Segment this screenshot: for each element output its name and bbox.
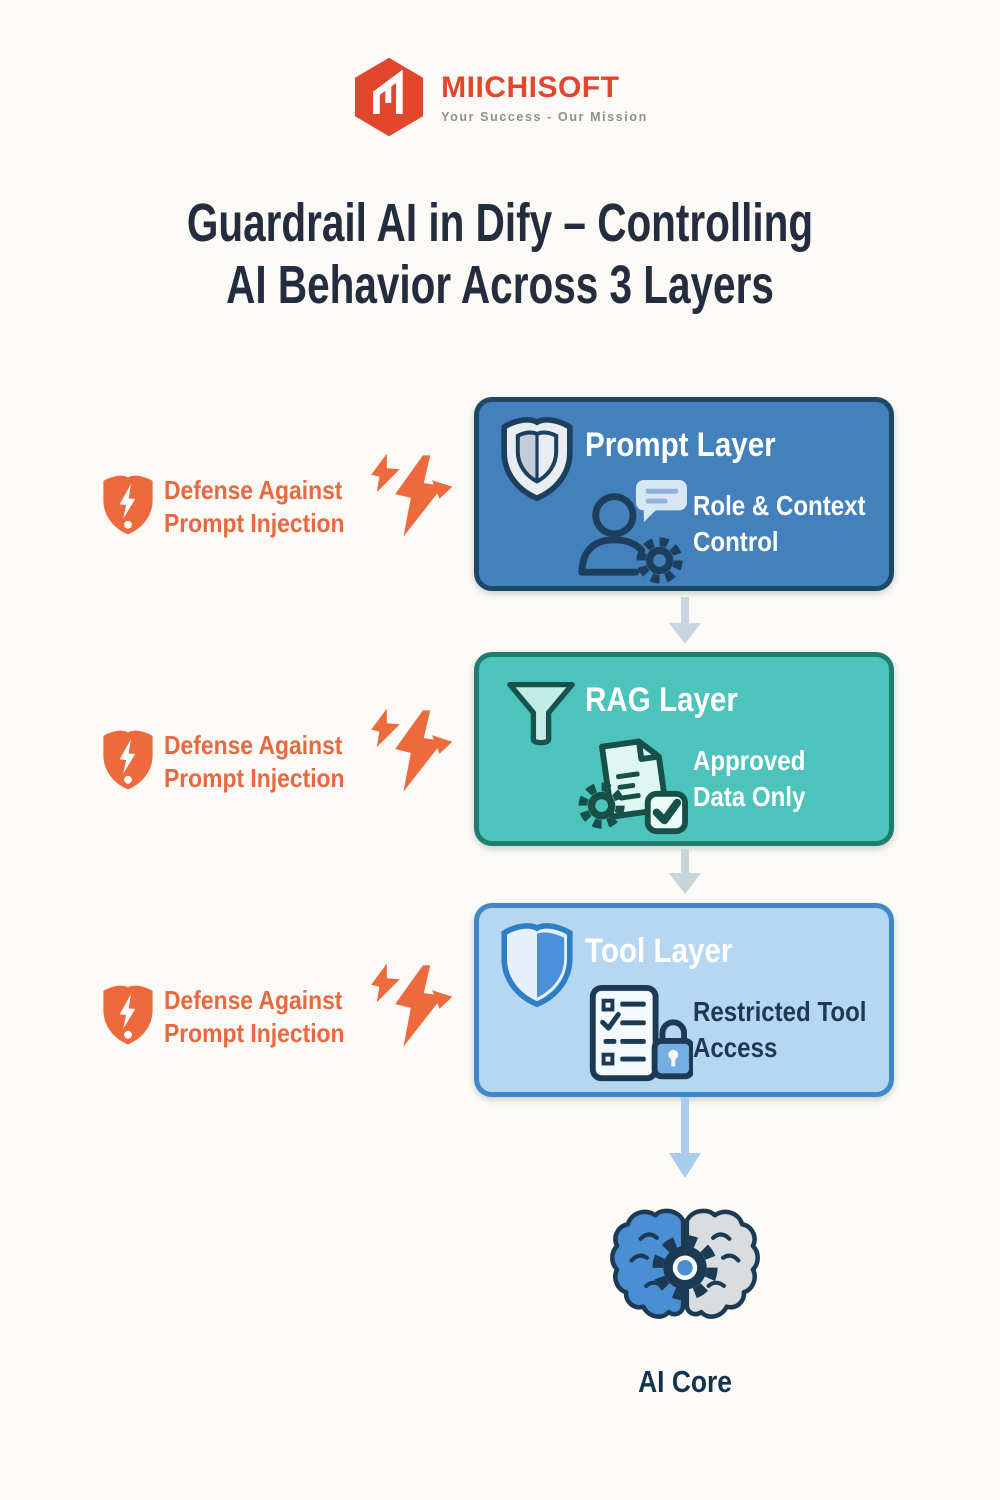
defense-label: Defense Against Prompt Injection	[164, 730, 345, 793]
layer-description: Approved Data Only	[693, 745, 806, 812]
defense-row-tool: Defense Against Prompt Injection	[90, 956, 470, 1106]
warning-shield-icon	[103, 475, 153, 535]
logo: MIICHISOFT Your Success - Our Mission	[0, 56, 1000, 138]
layer-description: Role & Context Control	[693, 490, 866, 557]
shield-icon	[501, 417, 573, 502]
down-arrow-icon	[669, 597, 701, 644]
layer-title: Tool Layer	[585, 932, 733, 970]
defense-label: Defense Against Prompt Injection	[164, 985, 345, 1048]
defense-label: Defense Against Prompt Injection	[164, 475, 345, 538]
ai-core-label: AI Core	[638, 1364, 732, 1399]
ai-brain-icon	[610, 1208, 760, 1319]
gear-icon	[652, 1235, 718, 1301]
title-line-2: AI Behavior Across 3 Layers	[226, 255, 774, 315]
checklist-lock-icon	[589, 984, 693, 1082]
brand-name: MIICHISOFT	[441, 70, 620, 104]
brand-tagline: Your Success - Our Mission	[441, 109, 648, 124]
shield-icon	[501, 923, 573, 1008]
lightning-bolt-icon	[371, 453, 453, 537]
layer-card-tool: Tool Layer Restricted Tool Access	[474, 903, 894, 1097]
title-line-1: Guardrail AI in Dify – Controlling	[186, 193, 814, 253]
layer-description: Restricted Tool Access	[693, 996, 867, 1063]
document-gear-check-icon	[578, 738, 688, 835]
hexagon-logo-icon	[355, 57, 424, 137]
warning-shield-icon	[103, 730, 153, 790]
layer-card-rag: RAG Layer Approved Data Only	[474, 652, 894, 846]
down-arrow-icon	[669, 849, 701, 894]
defense-row-prompt: Defense Against Prompt Injection	[90, 446, 470, 596]
warning-shield-icon	[103, 985, 153, 1045]
page-title: Guardrail AI in Dify – Controlling AI Be…	[125, 192, 875, 316]
lightning-bolt-icon	[371, 963, 453, 1047]
layer-title: Prompt Layer	[585, 426, 776, 464]
layer-title: RAG Layer	[585, 681, 738, 719]
funnel-icon	[507, 681, 575, 746]
down-arrow-icon	[669, 1097, 701, 1178]
layer-card-prompt: Prompt Layer Role & Context Control	[474, 397, 894, 591]
user-chat-gear-icon	[578, 479, 687, 584]
defense-row-rag: Defense Against Prompt Injection	[90, 701, 470, 851]
lightning-bolt-icon	[371, 708, 453, 792]
